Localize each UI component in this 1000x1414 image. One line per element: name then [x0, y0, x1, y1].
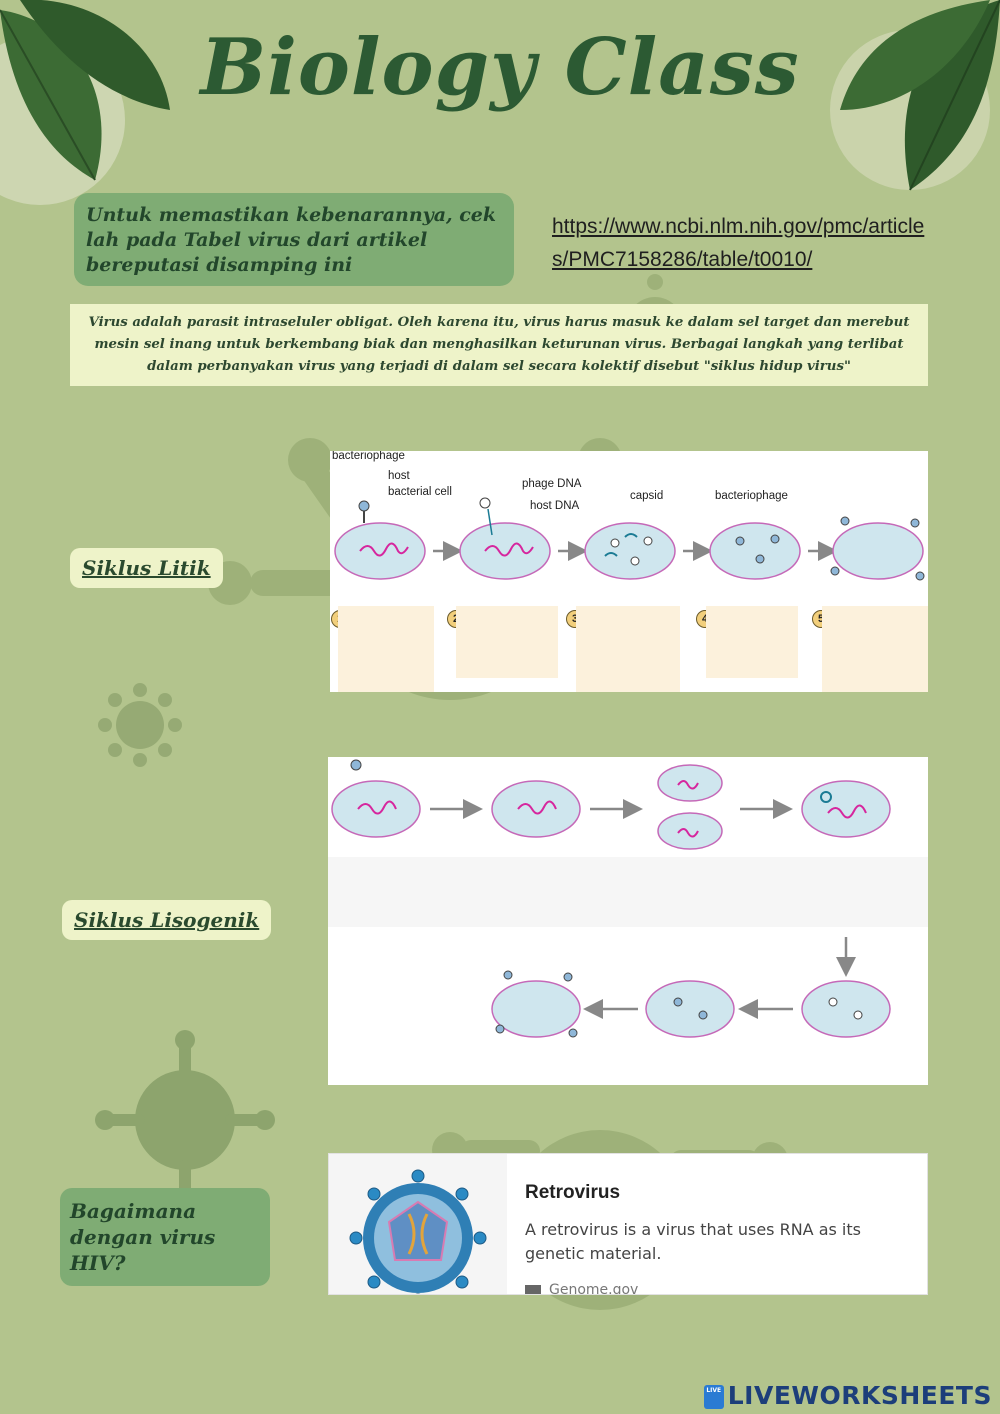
lytic-cell-3 [584, 522, 676, 580]
lytic-cell-4 [709, 522, 801, 580]
answer-input-step-1[interactable] [338, 606, 434, 692]
label-capsid: capsid [630, 490, 663, 502]
retrovirus-image [329, 1154, 507, 1294]
retrovirus-title: Retrovirus [525, 1182, 621, 1203]
label-host-dna: host DNA [530, 500, 580, 512]
hiv-virus-icon [349, 1169, 487, 1294]
hiv-question: Bagaimana dengan virus HIV? [60, 1188, 270, 1286]
lytic-cycle-label: Siklus Litik [70, 548, 223, 588]
lytic-cell-2 [459, 497, 551, 580]
retrovirus-description: A retrovirus is a virus that uses RNA as… [525, 1220, 861, 1263]
lytic-diagram: bacteriophage host bacterial cell phage … [332, 451, 925, 581]
virus-decoration-icon [95, 1030, 275, 1210]
leaf-decoration-icon [830, 0, 1000, 191]
virus-definition: Virus adalah parasit intraseluler obliga… [70, 304, 928, 386]
answer-input-step-5[interactable] [822, 606, 928, 692]
page-title: Biology Class [200, 22, 800, 113]
label-host: host [388, 470, 411, 482]
logo-text: LIVEWORKSHEETS [727, 1381, 992, 1410]
label-phage-dna: phage DNA [522, 478, 582, 490]
instruction-note: Untuk memastikan kebenarannya, cek lah p… [74, 193, 514, 286]
retrovirus-card[interactable]: Retrovirus A retrovirus is a virus that … [328, 1153, 928, 1295]
answer-input-step-3[interactable] [576, 606, 680, 692]
label-bacterial-cell: bacterial cell [388, 486, 452, 498]
lytic-cell-1 [334, 500, 426, 580]
source-label: Genome.gov [549, 1282, 639, 1295]
retrovirus-source: Genome.gov [525, 1282, 639, 1295]
lysogenic-cycle-figure [328, 757, 928, 1085]
lytic-cycle-figure: bacteriophage host bacterial cell phage … [330, 451, 928, 692]
live-badge-icon: LIVE [703, 1385, 724, 1409]
lytic-cell-5 [830, 516, 925, 581]
lysogenic-diagram [328, 759, 928, 1038]
answer-input-step-2[interactable] [456, 606, 558, 678]
answer-input-step-4[interactable] [706, 606, 798, 678]
leaf-decoration-icon [0, 0, 170, 205]
label-bacteriophage: bacteriophage [715, 490, 788, 502]
virus-decoration-icon [98, 683, 182, 767]
lysogenic-cycle-label: Siklus Lisogenik [62, 900, 272, 940]
source-icon [525, 1284, 541, 1294]
article-link[interactable]: https://www.ncbi.nlm.nih.gov/pmc/article… [552, 215, 925, 271]
label-bacteriophage-top: bacteriophage [332, 451, 405, 462]
